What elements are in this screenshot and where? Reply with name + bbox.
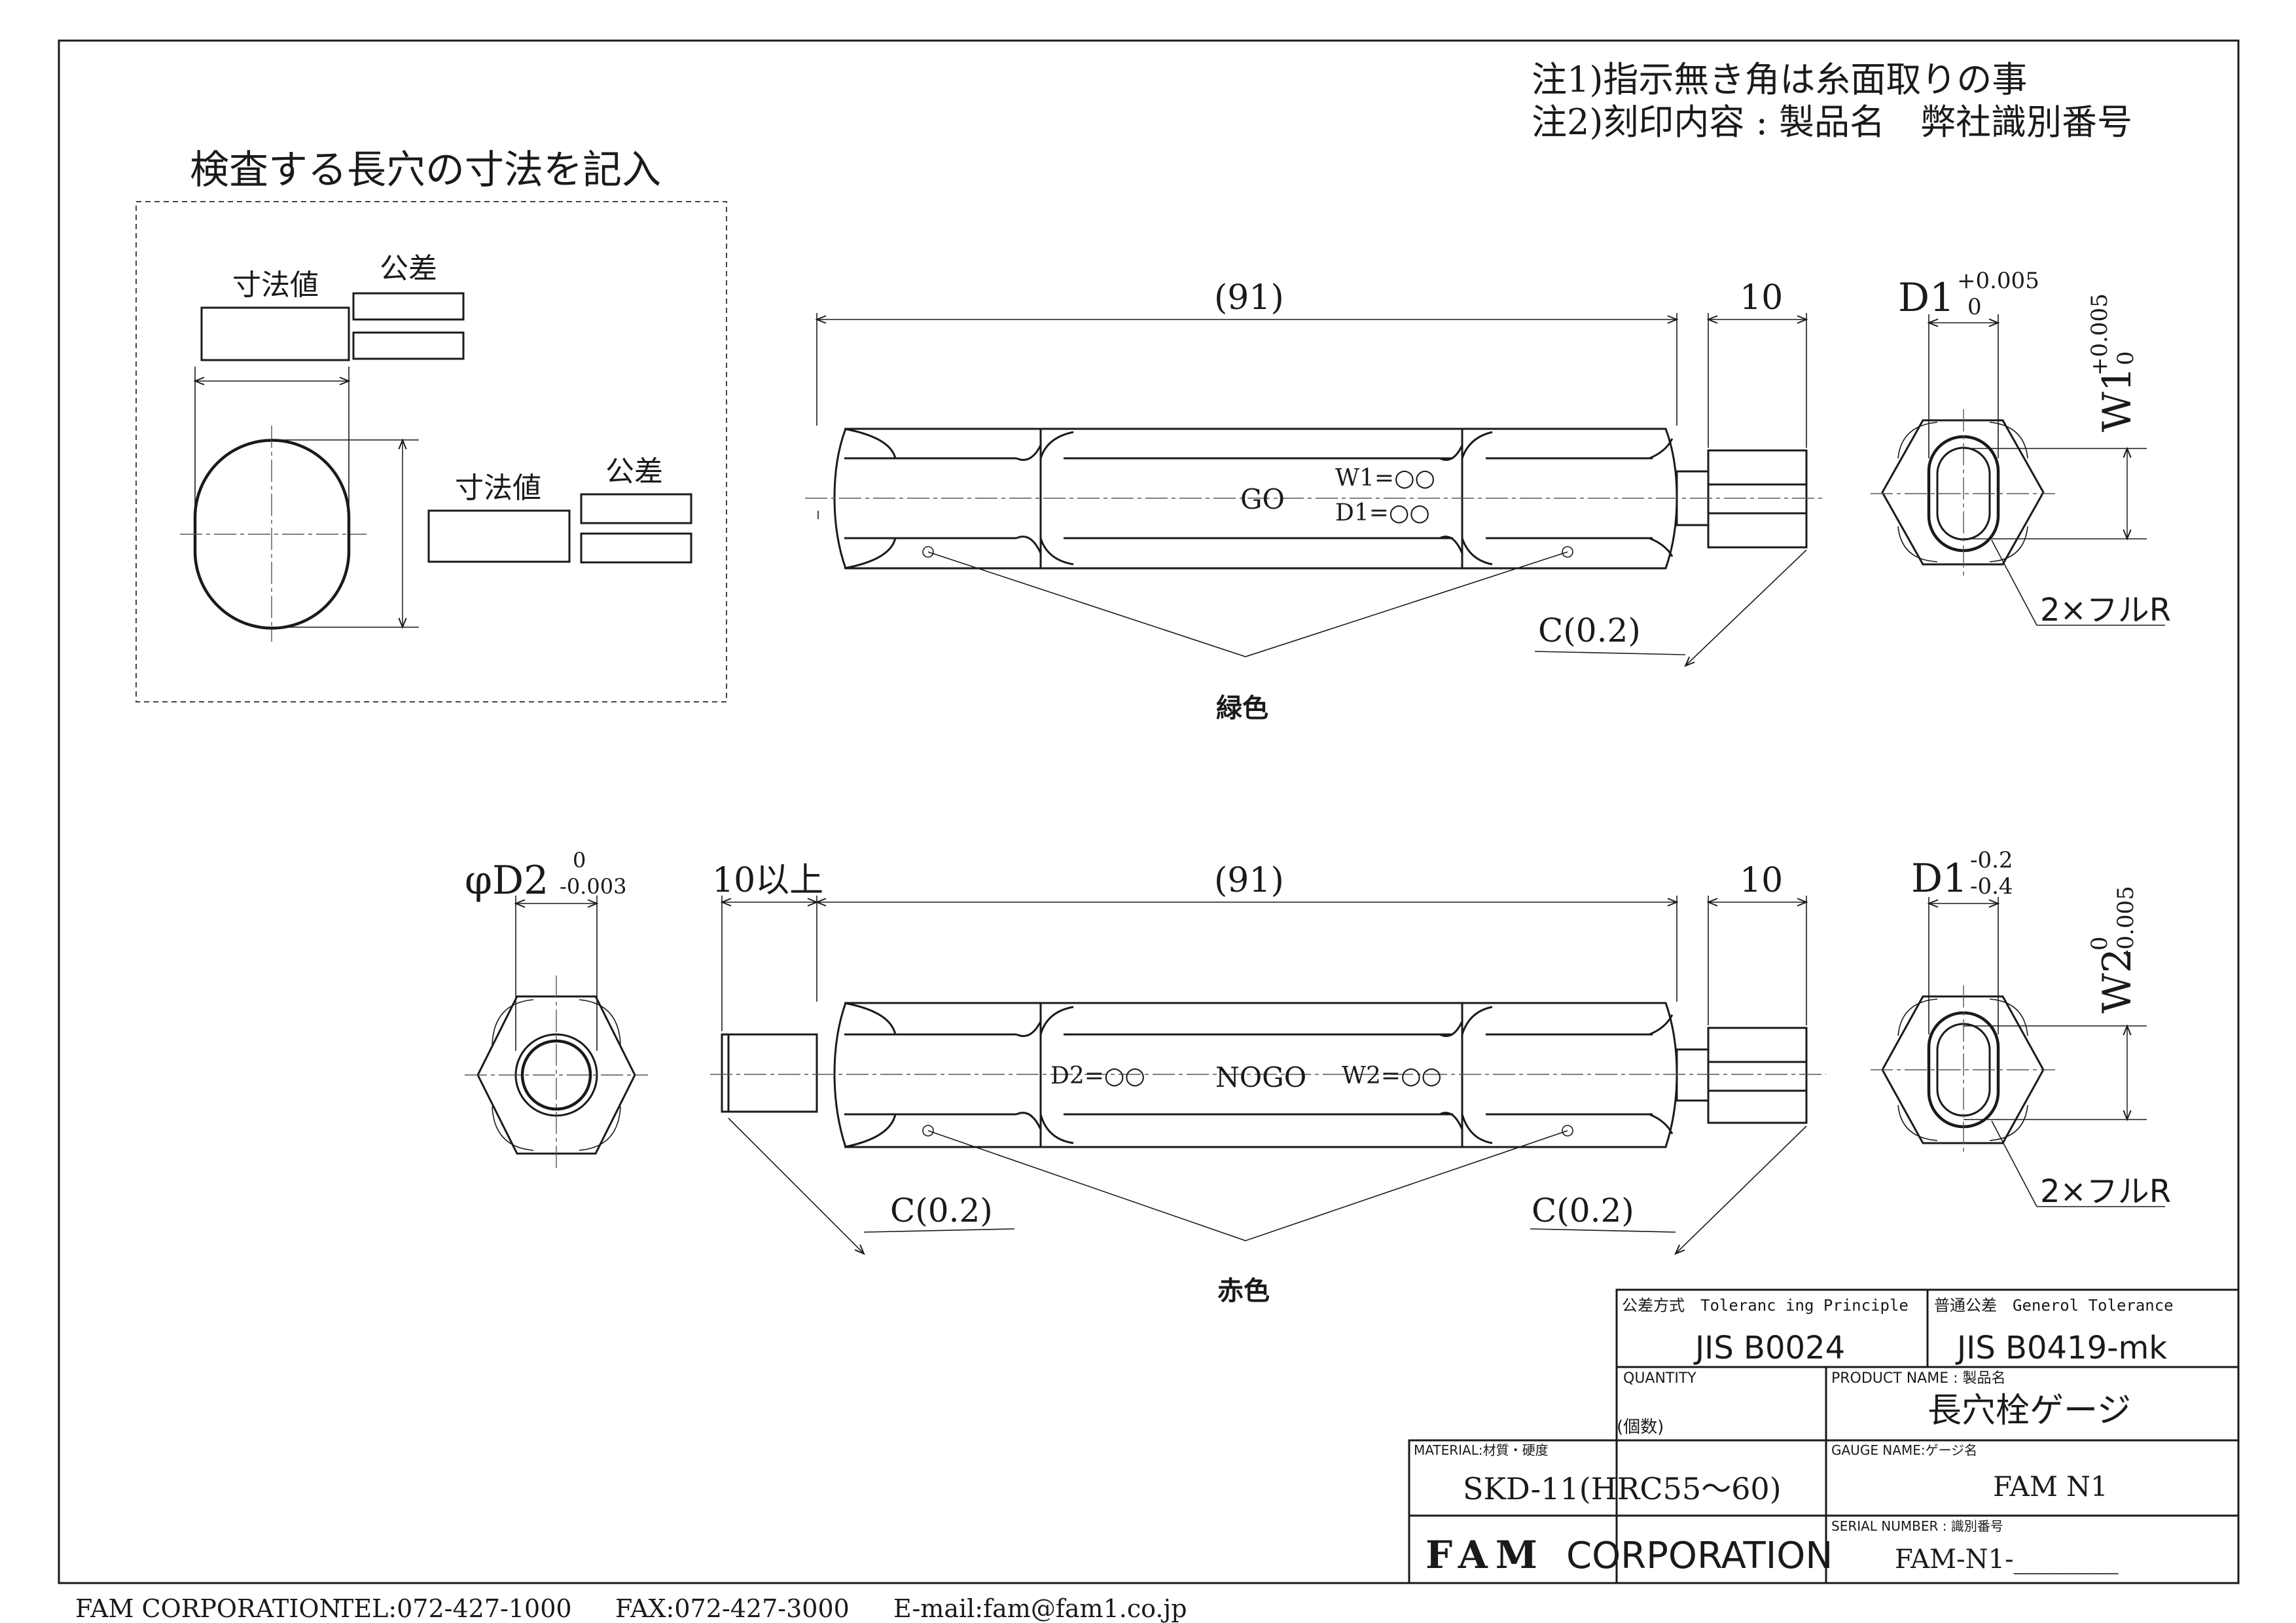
slot-outline — [193, 439, 351, 630]
quantity-label: QUANTITY — [1623, 1370, 1696, 1387]
go-end-d1: D1 — [1898, 275, 1954, 321]
nogo-gauge-right-end-view: D1 -0.2 -0.4 W2 0 -0.005 2×フルR — [1871, 847, 2171, 1210]
tol-principle-value: JIS B0024 — [1693, 1330, 1845, 1366]
product-name-label: PRODUCT NAME : 製品名 — [1831, 1370, 2006, 1387]
nogo-end-w2: W2 — [2094, 948, 2140, 1013]
title-block: 公差方式 Toleranc ing Principle JIS B0024 普通… — [1408, 1288, 2238, 1583]
go-radius-note: 2×フルR — [2040, 592, 2171, 629]
nogo-chamfer-leader-right — [1674, 1125, 1807, 1255]
go-gauge-side-view: GO W1=○○ D1=○○ (91) 10 緑色 C(0.2) — [805, 278, 1826, 723]
nogo-ext-length: 10以上 — [712, 861, 823, 900]
go-radius-leader — [1991, 539, 2037, 626]
tol-input-box-2a[interactable] — [580, 493, 692, 524]
tol-label-1: 公差 — [380, 252, 437, 285]
go-hex-outline — [1881, 419, 2045, 566]
nogo-marking-w2: W2=○○ — [1342, 1063, 1442, 1089]
gauge-name-label: GAUGE NAME:ゲージ名 — [1831, 1442, 1977, 1458]
nogo-chamfer-leader-left — [728, 1118, 865, 1255]
footer-company: FAM CORPORATION — [75, 1594, 341, 1623]
tol-input-box-2b[interactable] — [580, 532, 692, 564]
inspection-panel: 検査する長穴の寸法を記入 寸法値 公差 寸法値 公差 — [135, 147, 727, 702]
note-2: 注2)刻印内容 : 製品名 弊社識別番号 — [1532, 101, 2132, 143]
nogo-phi-d2: φD2 — [465, 858, 548, 903]
go-end-d1-lower: 0 — [1967, 294, 1982, 320]
nogo-radius-note: 2×フルR — [2040, 1173, 2171, 1210]
footer: FAM CORPORATION TEL:072-427-1000 FAX:072… — [75, 1594, 1187, 1623]
go-marking-d1: D1=○○ — [1335, 500, 1430, 526]
go-color-note: 緑色 — [1216, 693, 1268, 723]
material-value: SKD-11(HRC55～60) — [1463, 1471, 1782, 1506]
inspection-title: 検査する長穴の寸法を記入 — [190, 147, 661, 193]
size-input-box-1[interactable] — [200, 306, 350, 361]
go-end-length: 10 — [1740, 278, 1783, 318]
nogo-end-d1: D1 — [1911, 856, 1967, 902]
nogo-end-length: 10 — [1740, 861, 1783, 900]
material-label: MATERIAL:材質・硬度 — [1414, 1442, 1549, 1458]
footer-fax: FAX:072-427-3000 — [615, 1594, 850, 1623]
nogo-slot-outer — [1927, 1011, 2000, 1129]
tol-label-2: 公差 — [605, 455, 663, 488]
nogo-chamfer-right: C(0.2) — [1532, 1192, 1634, 1230]
footer-tel: TEL:072-427-1000 — [337, 1594, 572, 1623]
company-name: CORPORATION — [1566, 1535, 1833, 1577]
nogo-radius-leader — [1991, 1120, 2037, 1207]
nogo-chamfer-left: C(0.2) — [890, 1192, 993, 1230]
footer-email[interactable]: E-mail:fam@fam1.co.jp — [893, 1594, 1187, 1623]
note-1: 注1)指示無き角は糸面取りの事 — [1532, 59, 2027, 100]
tol-principle-label: 公差方式 Toleranc ing Principle — [1622, 1296, 1909, 1315]
nogo-color-note: 赤色 — [1217, 1276, 1270, 1306]
nogo-end-w2-lower: -0.005 — [2113, 886, 2139, 957]
nogo-gauge-side-view: D2=○○ NOGO W2=○○ 10以上 (91) 10 赤色 C(0.2) … — [710, 861, 1826, 1306]
nogo-pin-left — [721, 1033, 818, 1113]
go-end-w1-upper: +0.005 — [2087, 293, 2113, 376]
go-chamfer-leader — [1684, 549, 1807, 667]
go-gauge-end-view: D1 +0.005 0 W1 +0.005 0 2×フルR — [1871, 268, 2171, 629]
nogo-end-d1-upper: -0.2 — [1970, 847, 2013, 873]
nogo-end-d1-lower: -0.4 — [1970, 873, 2013, 900]
go-color-leader — [927, 551, 1568, 657]
nogo-body-outline — [833, 1002, 1678, 1148]
go-chamfer-note: C(0.2) — [1538, 611, 1641, 649]
nogo-overall-length: (91) — [1214, 861, 1284, 900]
product-name-value: 長穴栓ゲージ — [1928, 1391, 2131, 1431]
company-logo: FAM — [1426, 1533, 1545, 1577]
size-label-2: 寸法値 — [455, 471, 541, 505]
nogo-marking-main: NOGO — [1215, 1061, 1306, 1093]
size-label-1: 寸法値 — [232, 268, 319, 302]
serial-value: FAM-N1-________ — [1895, 1544, 2119, 1575]
go-overall-length: (91) — [1214, 278, 1284, 318]
nogo-pin-inner — [520, 1039, 592, 1111]
nogo-end-w2-upper: 0 — [2087, 936, 2113, 951]
quantity-unit: (個数) — [1617, 1417, 1664, 1437]
go-pin-end — [1707, 449, 1808, 549]
tol-input-box-1b[interactable] — [352, 331, 465, 360]
serial-label: SERIAL NUMBER : 識別番号 — [1831, 1518, 2003, 1534]
go-marking-w1: W1=○○ — [1335, 465, 1435, 492]
drawing-border — [58, 39, 2240, 1584]
general-tol-value: JIS B0419-mk — [1955, 1330, 2167, 1366]
tol-input-box-1a[interactable] — [352, 292, 465, 321]
nogo-phi-d2-lower: -0.003 — [560, 874, 626, 899]
go-end-d1-upper: +0.005 — [1957, 268, 2039, 294]
inspection-frame — [135, 201, 727, 702]
go-end-w1-lower: 0 — [2113, 351, 2139, 365]
gauge-name-value: FAM N1 — [1993, 1470, 2108, 1503]
go-end-w1: W1 — [2094, 367, 2140, 432]
nogo-phi-d2-upper: 0 — [573, 848, 586, 873]
nogo-pin-end — [1707, 1027, 1808, 1124]
nogo-gauge-left-end-view: φD2 0 -0.003 — [465, 848, 648, 1172]
general-tol-label: 普通公差 Generol Tolerance — [1934, 1296, 2174, 1315]
nogo-marking-d2: D2=○○ — [1050, 1063, 1145, 1089]
nogo-pin-neck — [1676, 1048, 1710, 1102]
go-body-outline — [833, 428, 1678, 570]
go-slot-outer — [1927, 435, 2000, 553]
size-input-box-2[interactable] — [427, 509, 571, 563]
go-marking-main: GO — [1240, 483, 1285, 515]
nogo-color-leader — [927, 1130, 1568, 1241]
